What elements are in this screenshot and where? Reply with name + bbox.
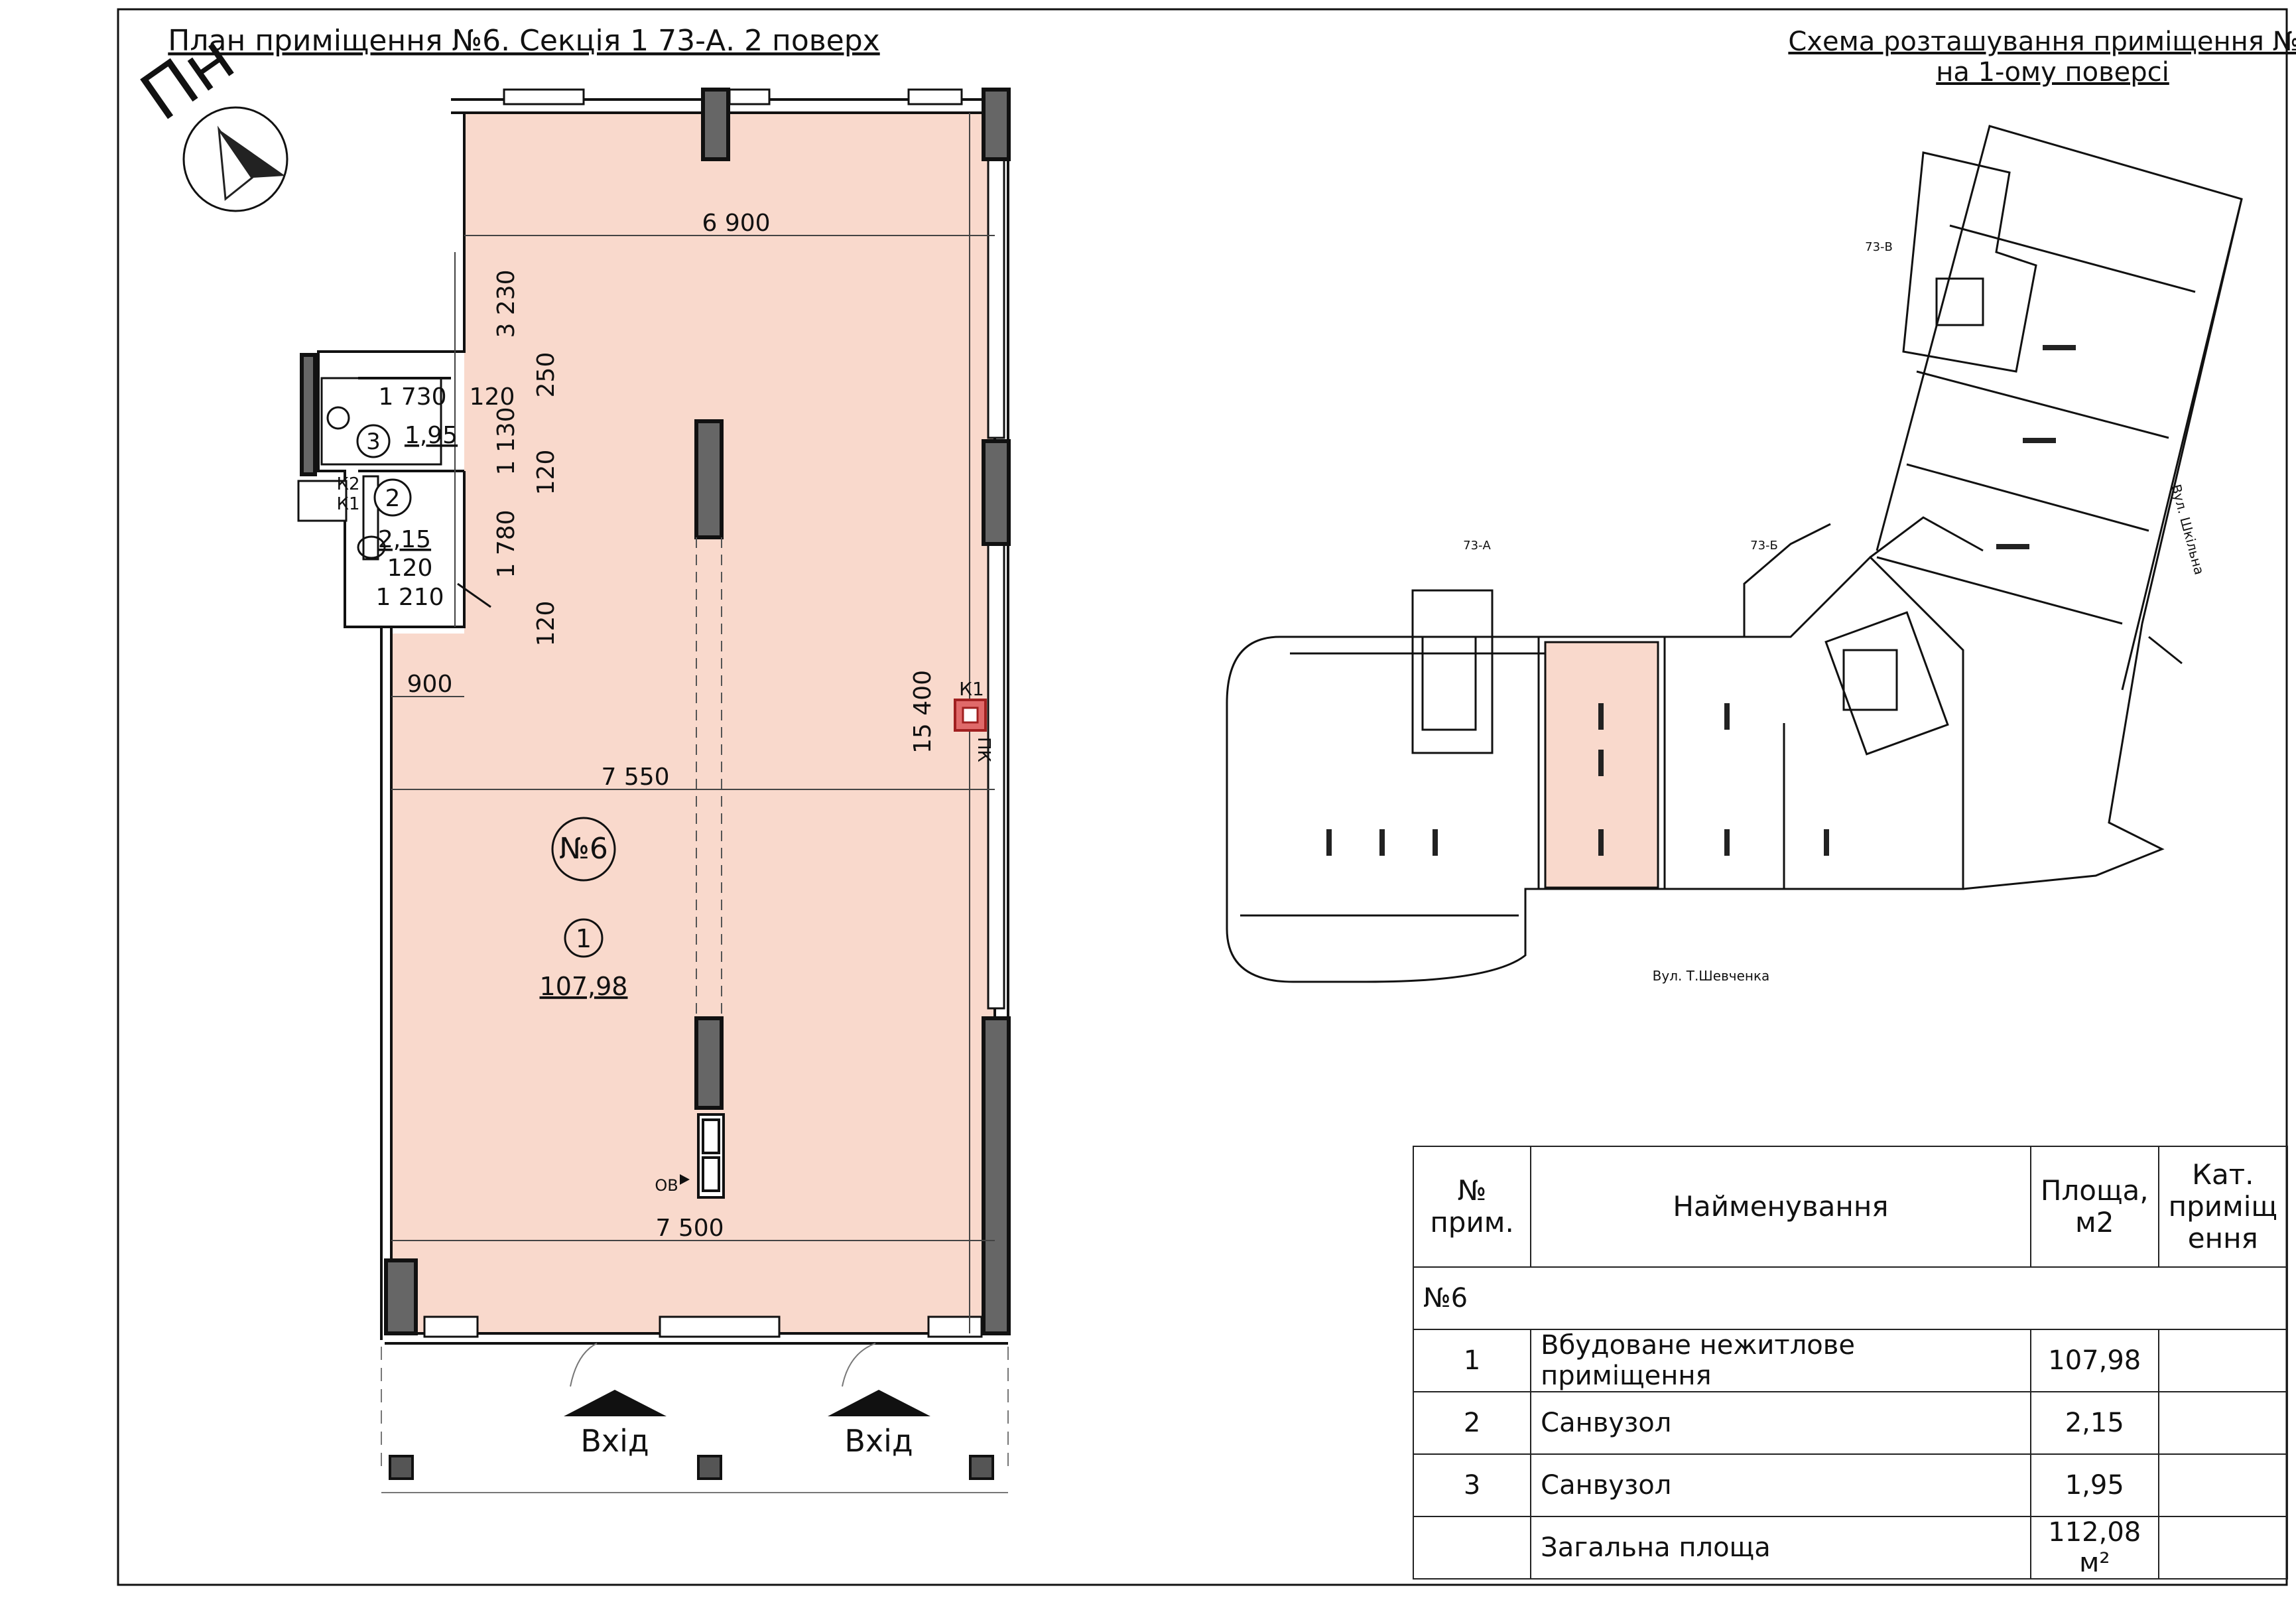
row-num: 1	[1412, 1329, 1532, 1392]
dim-1780: 1 780	[493, 509, 520, 578]
room1-area: 107,98	[540, 972, 628, 1001]
table-row: 3 Санвузол 1,95	[1412, 1453, 2289, 1517]
entrance-canopy	[381, 1343, 1009, 1493]
room3-area: 1,95	[405, 422, 458, 449]
row-area: 107,98	[2029, 1329, 2159, 1392]
dim-250: 250	[533, 352, 560, 398]
drawing-frame	[117, 8, 2288, 1586]
entrance1-label: Вхід	[580, 1423, 649, 1459]
dim-1730: 1 730	[378, 383, 446, 411]
label-pk: ПК	[974, 737, 993, 762]
row-name: Вбудоване нежитлове приміщення	[1530, 1329, 2031, 1392]
header-num: № прим.	[1412, 1146, 1532, 1268]
row-area: 1,95	[2029, 1453, 2159, 1517]
room1-circle	[564, 918, 604, 958]
windows	[423, 88, 1005, 1338]
entrance2-label: Вхід	[844, 1423, 913, 1459]
label-k2: К2	[336, 474, 359, 494]
columns	[300, 88, 1011, 1335]
total-value: 112,08 м²	[2029, 1516, 2159, 1580]
beam-lines	[696, 537, 722, 1018]
row-cat	[2157, 1391, 2289, 1455]
scheme-columns	[1326, 345, 2076, 856]
label-k1: К1	[959, 678, 984, 700]
premises-spec-table: № прим. Найменування Площа, м2 Кат. прим…	[1412, 1146, 2289, 1580]
table-header-row: № прим. Найменування Площа, м2 Кат. прим…	[1412, 1146, 2289, 1268]
block-a-label: 73-А	[1463, 539, 1491, 553]
dim-1210: 1 210	[375, 584, 444, 611]
row-cat	[2157, 1329, 2289, 1392]
entrance2-arrow-icon	[828, 1390, 930, 1416]
entrance1-arrow-icon	[564, 1390, 667, 1416]
dim-1130: 1 130	[493, 407, 520, 475]
sanitary-rooms	[297, 377, 491, 608]
dim-6900: 6 900	[702, 210, 770, 237]
total-label: Загальна площа	[1530, 1516, 2031, 1580]
table-total-row: Загальна площа 112,08 м²	[1412, 1516, 2289, 1580]
site-scheme	[1226, 125, 2243, 983]
table-group-row: №6	[1413, 1266, 2288, 1330]
room2-number: 2	[385, 485, 401, 512]
group-label: №6	[1413, 1266, 2288, 1330]
scheme-title-line1: Схема розташування приміщення №6	[1788, 27, 2296, 57]
premise-floor-highlight	[391, 113, 995, 1333]
ventilation-duct	[697, 1113, 725, 1199]
block-b-label: 73-Б	[1750, 539, 1778, 553]
row-num: 3	[1412, 1453, 1532, 1517]
row-num: 2	[1412, 1391, 1532, 1455]
block-v-label: 73-В	[1865, 240, 1893, 254]
room2-circle	[373, 478, 412, 517]
row-cat	[2157, 1453, 2289, 1517]
north-arrow-icon: Пн	[127, 19, 288, 212]
header-cat: Кат. приміщ ення	[2157, 1146, 2289, 1268]
premise-badge: №6	[559, 832, 608, 866]
row-area: 2,15	[2029, 1391, 2159, 1455]
room2-area: 2,15	[378, 526, 431, 553]
dim-120c: 120	[533, 601, 560, 647]
dim-120a: 120	[470, 383, 515, 411]
dim-120b: 120	[533, 450, 560, 496]
room3-number: 3	[366, 429, 381, 455]
header-area: Площа, м2	[2029, 1146, 2159, 1268]
table-row: 1 Вбудоване нежитлове приміщення 107,98	[1412, 1329, 2289, 1392]
row-name: Санвузол	[1530, 1391, 2031, 1455]
plan-title: План приміщення №6. Секція 1 73-А. 2 пов…	[168, 24, 879, 58]
table-row: 2 Санвузол 2,15	[1412, 1391, 2289, 1455]
dim-3230: 3 230	[493, 269, 520, 338]
dim-120d: 120	[387, 555, 433, 582]
label-k1b: К1	[336, 494, 359, 514]
dim-7500: 7 500	[655, 1215, 724, 1242]
dim-900: 900	[407, 671, 453, 698]
canopy-columns	[389, 1455, 994, 1480]
room1-number: 1	[576, 924, 592, 953]
dim-15400: 15 400	[909, 670, 936, 754]
premise-badge-circle	[551, 817, 616, 882]
row-name: Санвузол	[1530, 1453, 2031, 1517]
street-right-label: Вул. Шкільна	[2168, 482, 2207, 576]
room3-circle	[356, 424, 391, 458]
scheme-title-line2: на 1-ому поверсі	[1936, 57, 2169, 88]
header-name: Найменування	[1530, 1146, 2031, 1268]
label-ov: ОВ	[655, 1176, 678, 1195]
street-bottom-label: Вул. Т.Шевченка	[1653, 968, 1770, 984]
dim-7550: 7 550	[601, 764, 669, 791]
